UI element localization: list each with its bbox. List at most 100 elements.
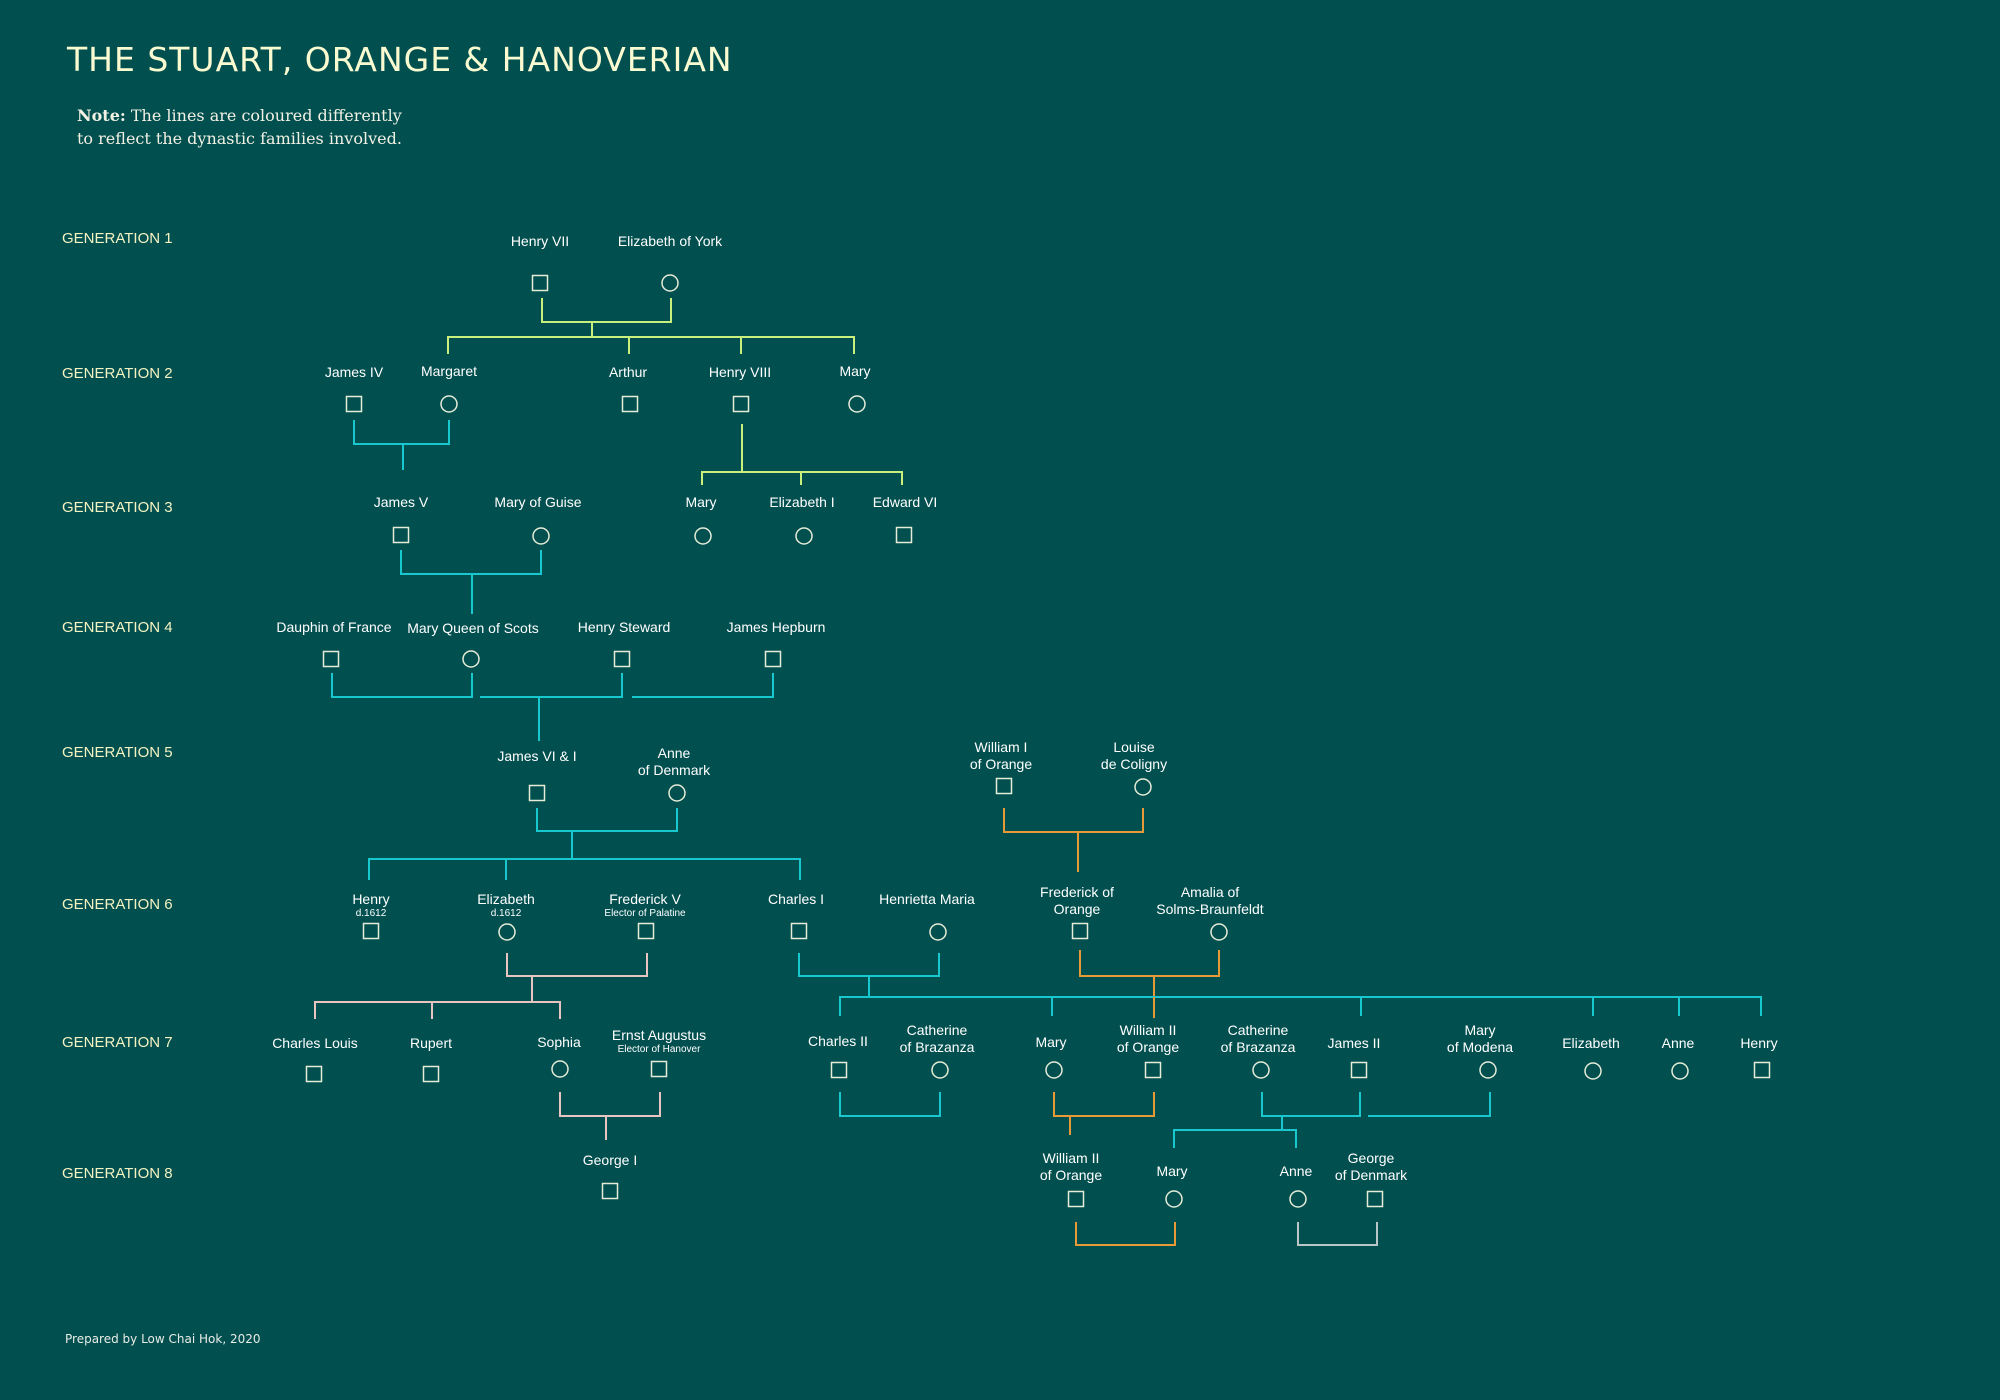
male-square-icon	[613, 650, 631, 668]
generation-label-7: GENERATION 7	[62, 1034, 173, 1051]
connector-hepburn-marriage	[632, 673, 774, 698]
person-name: Rupert	[410, 1035, 452, 1051]
person-note: d.1612	[356, 908, 387, 919]
person-name: Elizabeth I	[769, 494, 834, 510]
person-name: Anne	[1280, 1163, 1313, 1179]
connector-william-mary-g8	[1075, 1222, 1176, 1246]
person-name: James II	[1328, 1035, 1381, 1051]
person-name: of Modena	[1447, 1039, 1513, 1055]
person-name: Dauphin of France	[276, 619, 391, 635]
person-name: Henry	[352, 891, 389, 907]
person-henry_g7: Henry	[1740, 1035, 1778, 1079]
female-circle-icon	[1479, 1061, 1497, 1079]
male-square-icon	[732, 395, 750, 413]
person-name: de Coligny	[1101, 756, 1167, 772]
person-name: Henry Steward	[578, 619, 671, 635]
person-name: Mary	[1464, 1022, 1495, 1038]
person-name: Ernst Augustus	[612, 1027, 706, 1043]
person-william1_orange: William Iof Orange	[970, 739, 1032, 795]
person-margaret: Margaret	[421, 363, 477, 413]
person-name: James V	[374, 494, 429, 510]
generation-label-8: GENERATION 8	[62, 1165, 173, 1182]
male-square-icon	[305, 1065, 323, 1083]
connector-elizabeth-frederick	[506, 953, 648, 1002]
person-edward6: Edward VI	[873, 494, 938, 544]
person-mqs: Mary Queen of Scots	[407, 620, 539, 668]
person-james2: James II	[1328, 1035, 1381, 1079]
person-name: James VI & I	[497, 748, 576, 764]
person-name: Frederick V	[609, 891, 681, 907]
person-name: Catherine	[907, 1022, 968, 1038]
page-title: THE STUART, ORANGE & HANOVERIAN	[67, 40, 733, 79]
female-circle-icon	[929, 923, 947, 941]
person-name: Mary of Guise	[494, 494, 581, 510]
person-name: Louise	[1113, 739, 1154, 755]
person-name: Elizabeth	[1562, 1035, 1620, 1051]
person-arthur: Arthur	[609, 364, 647, 413]
person-name: George I	[583, 1152, 637, 1168]
person-name: Edward VI	[873, 494, 938, 510]
male-square-icon	[392, 526, 410, 544]
footer-credit: Prepared by Low Chai Hok, 2020	[65, 1332, 261, 1346]
person-name: Elizabeth	[477, 891, 535, 907]
person-name: James Hepburn	[727, 619, 826, 635]
connector-james6-children	[368, 858, 801, 880]
person-mary1: Mary	[685, 494, 717, 545]
connector-mary-william2	[1053, 1092, 1155, 1135]
female-circle-icon	[668, 784, 686, 802]
connector-james2-marriages	[1261, 1092, 1491, 1130]
person-name: Mary	[1035, 1034, 1066, 1050]
female-circle-icon	[795, 527, 813, 545]
male-square-icon	[345, 395, 363, 413]
person-name: Mary	[1156, 1163, 1187, 1179]
person-mary_g7: Mary	[1035, 1034, 1067, 1079]
female-circle-icon	[551, 1060, 569, 1078]
female-circle-icon	[440, 395, 458, 413]
male-square-icon	[830, 1061, 848, 1079]
connector-james6-anne	[536, 808, 678, 859]
connector-william1-louise	[1003, 808, 1144, 872]
person-name: Mary	[685, 494, 716, 510]
person-elizabeth_york: Elizabeth of York	[618, 233, 723, 292]
generation-label-2: GENERATION 2	[62, 365, 173, 382]
person-name: Henrietta Maria	[879, 891, 975, 907]
note-label: Note:	[77, 106, 126, 125]
connector-charles1-children	[839, 996, 1762, 1016]
female-circle-icon	[694, 527, 712, 545]
person-name: Anne	[658, 745, 691, 761]
person-henry8: Henry VIII	[709, 364, 771, 413]
person-name: Elizabeth of York	[618, 233, 723, 249]
person-name: of Orange	[1040, 1167, 1102, 1183]
person-name: William II	[1120, 1022, 1177, 1038]
person-note: Elector of Hanover	[618, 1044, 701, 1055]
female-circle-icon	[848, 395, 866, 413]
person-name: Solms-Braunfeldt	[1156, 901, 1263, 917]
female-circle-icon	[1210, 923, 1228, 941]
person-note: Elector of Palatine	[604, 908, 686, 919]
female-circle-icon	[661, 274, 679, 292]
connector-mqs-marriages	[331, 673, 623, 741]
connector-james2-children	[1173, 1129, 1297, 1148]
female-circle-icon	[1165, 1190, 1183, 1208]
male-square-icon	[621, 395, 639, 413]
person-name: Margaret	[421, 363, 477, 379]
female-circle-icon	[1671, 1062, 1689, 1080]
female-circle-icon	[498, 923, 516, 941]
male-square-icon	[362, 922, 380, 940]
person-george1: George I	[583, 1152, 637, 1200]
person-charles1: Charles I	[768, 891, 824, 940]
male-square-icon	[422, 1065, 440, 1083]
male-square-icon	[790, 922, 808, 940]
person-mary_tudor: Mary	[839, 363, 871, 413]
